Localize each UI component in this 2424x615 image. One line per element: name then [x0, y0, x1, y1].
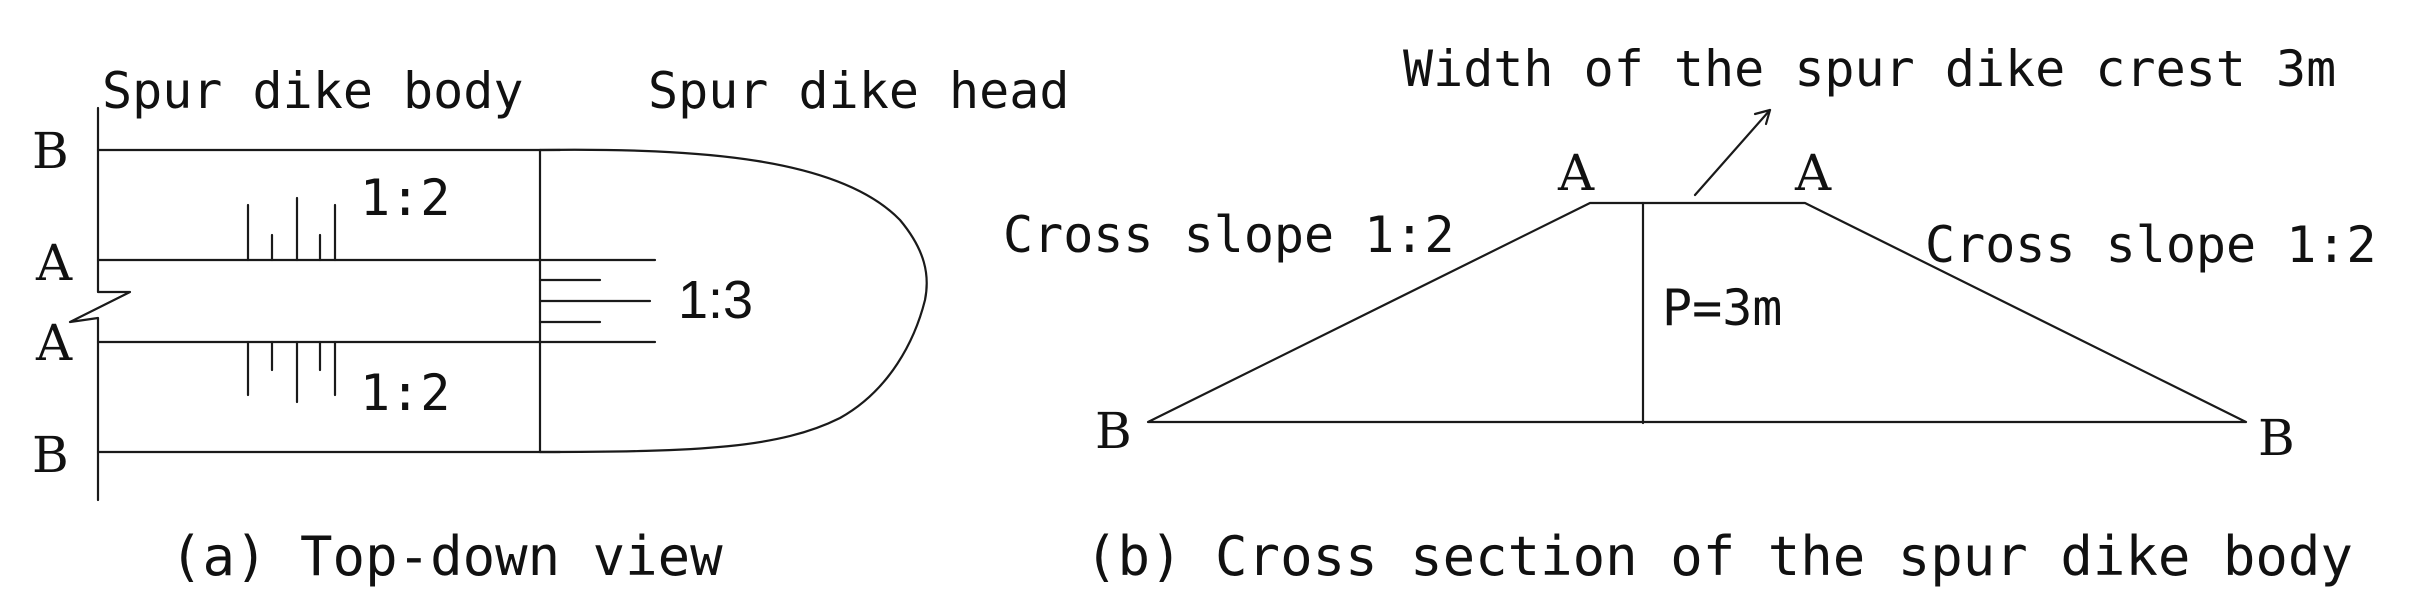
point-b-left-label: B: [1095, 402, 1132, 460]
upper-slope-hatch: [246, 196, 337, 262]
point-b-bottom-label: B: [32, 426, 69, 484]
point-a-left-label: A: [1557, 144, 1595, 202]
dike-head-outline: [538, 148, 928, 454]
head-slope-ratio: 1:3: [678, 270, 753, 330]
crest-width-label: Width of the spur dike crest 3m: [1403, 40, 2336, 98]
point-b-top-label: B: [32, 122, 69, 180]
top-view-caption: (a) Top-down view: [170, 525, 723, 588]
left-cross-slope-label: Cross slope 1:2: [1003, 206, 1455, 264]
lower-slope-ratio: 1:2: [360, 364, 450, 422]
point-a-right-label: A: [1794, 144, 1832, 202]
cross-section-view: Width of the spur dike crest 3m A A Cros…: [1003, 40, 2377, 588]
point-a-lower-label: A: [35, 314, 73, 372]
lower-slope-hatch: [246, 340, 337, 404]
spur-dike-head-label: Spur dike head: [648, 62, 1069, 120]
point-b-right-label: B: [2258, 409, 2295, 467]
crest-pointer-line: [1693, 108, 1772, 197]
right-cross-slope-label: Cross slope 1:2: [1925, 216, 2377, 274]
top-down-view: Spur dike body Spur dike head B A A B 1:…: [32, 62, 1069, 588]
spur-dike-body-label: Spur dike body: [102, 62, 523, 120]
left-boundary-line: [68, 106, 132, 502]
head-slope-hatch: [538, 278, 652, 324]
crest-pointer-arrowhead: [1753, 108, 1772, 126]
cross-section-caption: (b) Cross section of the spur dike body: [1085, 525, 2353, 588]
cross-section-outline: [1146, 201, 2248, 424]
height-label: P=3m: [1662, 279, 1782, 337]
upper-slope-ratio: 1:2: [360, 169, 450, 227]
point-a-upper-label: A: [35, 234, 73, 292]
